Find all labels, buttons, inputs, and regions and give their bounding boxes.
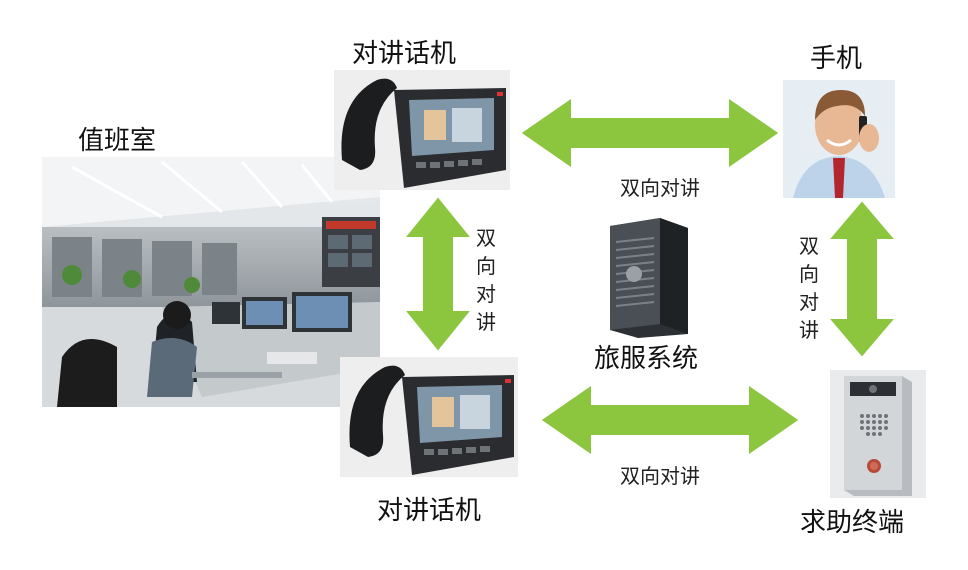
arrow-left-vertical (404, 196, 472, 352)
arrow-top-horizontal (520, 97, 780, 169)
arrow-right-vertical (828, 200, 896, 358)
arrow-bottom-horizontal (540, 384, 800, 456)
